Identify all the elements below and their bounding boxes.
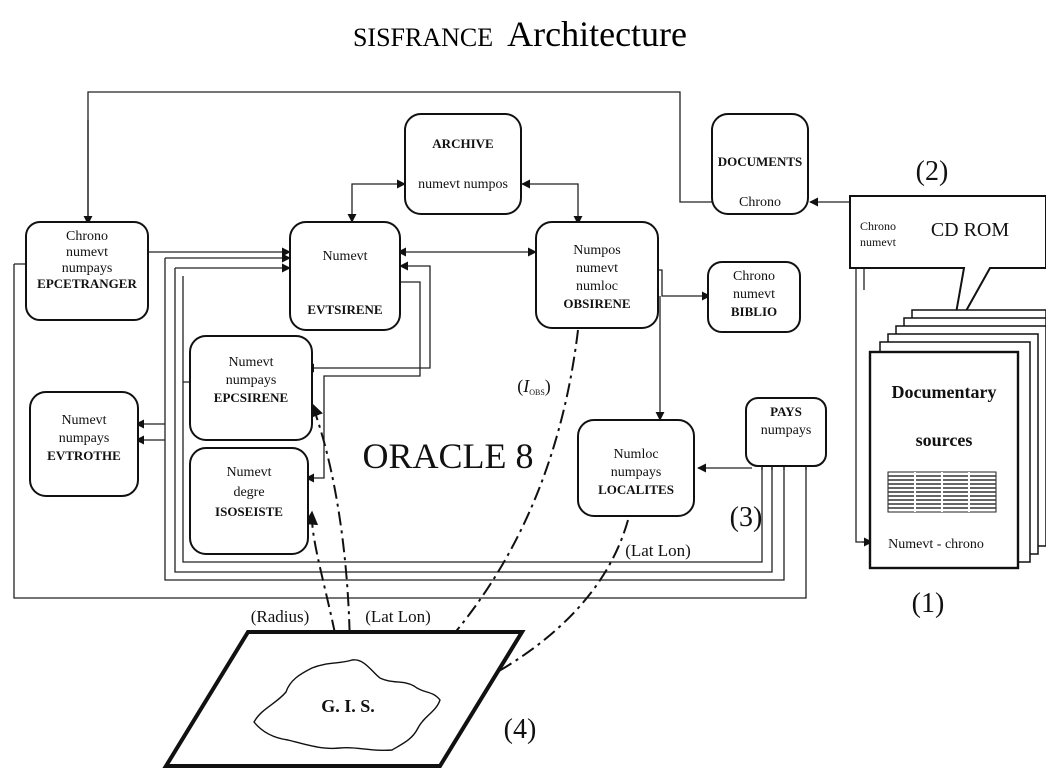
- obsirene-field-3: numloc: [576, 279, 618, 294]
- latlon-label-gis: (Lat Lon): [365, 607, 431, 626]
- connections: [83, 91, 883, 547]
- cdrom-field-2: numevt: [860, 235, 897, 249]
- isoseiste-field-2: degre: [233, 485, 264, 500]
- oracle-frame: [13, 253, 811, 599]
- isoseiste-name: ISOSEISTE: [215, 504, 283, 519]
- biblio-field-2: numevt: [733, 287, 775, 302]
- title-small-caps: SISFRANCE: [353, 23, 493, 52]
- epcetranger-field-3: numpays: [62, 261, 113, 276]
- documents-field-1: Chrono: [739, 195, 781, 210]
- evtrothe-name: EVTROTHE: [47, 448, 121, 463]
- biblio-field-1: Chrono: [733, 269, 775, 284]
- radius-label: (Radius): [251, 607, 310, 626]
- documentary-subtitle: sources: [916, 430, 973, 450]
- epcetranger-field-1: Chrono: [66, 229, 108, 244]
- table-documents: DOCUMENTS Chrono: [711, 113, 809, 215]
- cdrom-callout: Chrono numevt CD ROM: [849, 195, 1046, 337]
- table-isoseiste: Numevt degre ISOSEISTE: [189, 447, 309, 555]
- iobs-label: (IOBS): [517, 376, 551, 397]
- marker-3: (3): [730, 502, 763, 533]
- table-pays: PAYS numpays: [745, 397, 827, 467]
- biblio-name: BIBLIO: [731, 304, 777, 319]
- table-evtsirene: Numevt EVTSIRENE: [289, 221, 401, 331]
- localites-field-1: Numloc: [613, 447, 658, 462]
- gis-map: G. I. S.: [162, 630, 526, 768]
- table-epcetranger: Chrono numevt numpays EPCETRANGER: [25, 221, 149, 321]
- pays-field-1: numpays: [761, 423, 812, 438]
- diagram-title: SISFRANCE Architecture: [353, 14, 687, 54]
- iobs-letter: I: [522, 376, 530, 396]
- isoseiste-field-1: Numevt: [226, 465, 271, 480]
- marker-2: (2): [916, 156, 949, 187]
- table-epcsirene: Numevt numpays EPCSIRENE: [189, 335, 313, 441]
- obsirene-field-2: numevt: [576, 261, 618, 276]
- documents-name: DOCUMENTS: [718, 154, 803, 169]
- epcsirene-field-2: numpays: [226, 373, 277, 388]
- pays-name: PAYS: [770, 404, 802, 419]
- epcsirene-field-1: Numevt: [228, 355, 273, 370]
- documentary-title: Documentary: [892, 382, 997, 402]
- archive-name: ARCHIVE: [432, 136, 493, 151]
- cdrom-label: CD ROM: [931, 219, 1010, 241]
- archive-field-1: numevt numpos: [418, 177, 508, 192]
- table-obsirene: Numpos numevt numloc OBSIRENE: [535, 221, 659, 329]
- evtrothe-field-1: Numevt: [61, 413, 106, 428]
- obsirene-field-1: Numpos: [573, 243, 620, 258]
- iobs-subscript: OBS: [529, 388, 545, 397]
- localites-name: LOCALITES: [598, 482, 674, 497]
- documentary-stack: Documentary sources Numevt - chrono: [868, 309, 1046, 570]
- oracle-label: ORACLE 8: [363, 436, 534, 476]
- marker-4: (4): [504, 714, 537, 745]
- epcsirene-name: EPCSIRENE: [214, 390, 288, 405]
- documentary-grid: [887, 471, 997, 513]
- evtsirene-field-1: Numevt: [322, 249, 367, 264]
- documentary-link-label: Numevt - chrono: [888, 537, 984, 552]
- obsirene-name: OBSIRENE: [563, 296, 630, 311]
- marker-1: (1): [912, 588, 945, 619]
- epcetranger-name: EPCETRANGER: [37, 276, 137, 291]
- title-rest: Architecture: [507, 14, 687, 54]
- table-archive: ARCHIVE numevt numpos: [404, 113, 522, 215]
- localites-field-2: numpays: [611, 465, 662, 480]
- gis-label: G. I. S.: [321, 696, 375, 716]
- table-localites: Numloc numpays LOCALITES: [577, 419, 695, 517]
- table-evtrothe: Numevt numpays EVTROTHE: [29, 391, 139, 497]
- latlon-label-localites: (Lat Lon): [625, 541, 691, 560]
- table-biblio: Chrono numevt BIBLIO: [707, 261, 801, 333]
- evtsirene-name: EVTSIRENE: [307, 302, 382, 317]
- epcetranger-field-2: numevt: [66, 245, 108, 260]
- cdrom-field-1: Chrono: [860, 219, 896, 233]
- evtrothe-field-2: numpays: [59, 431, 110, 446]
